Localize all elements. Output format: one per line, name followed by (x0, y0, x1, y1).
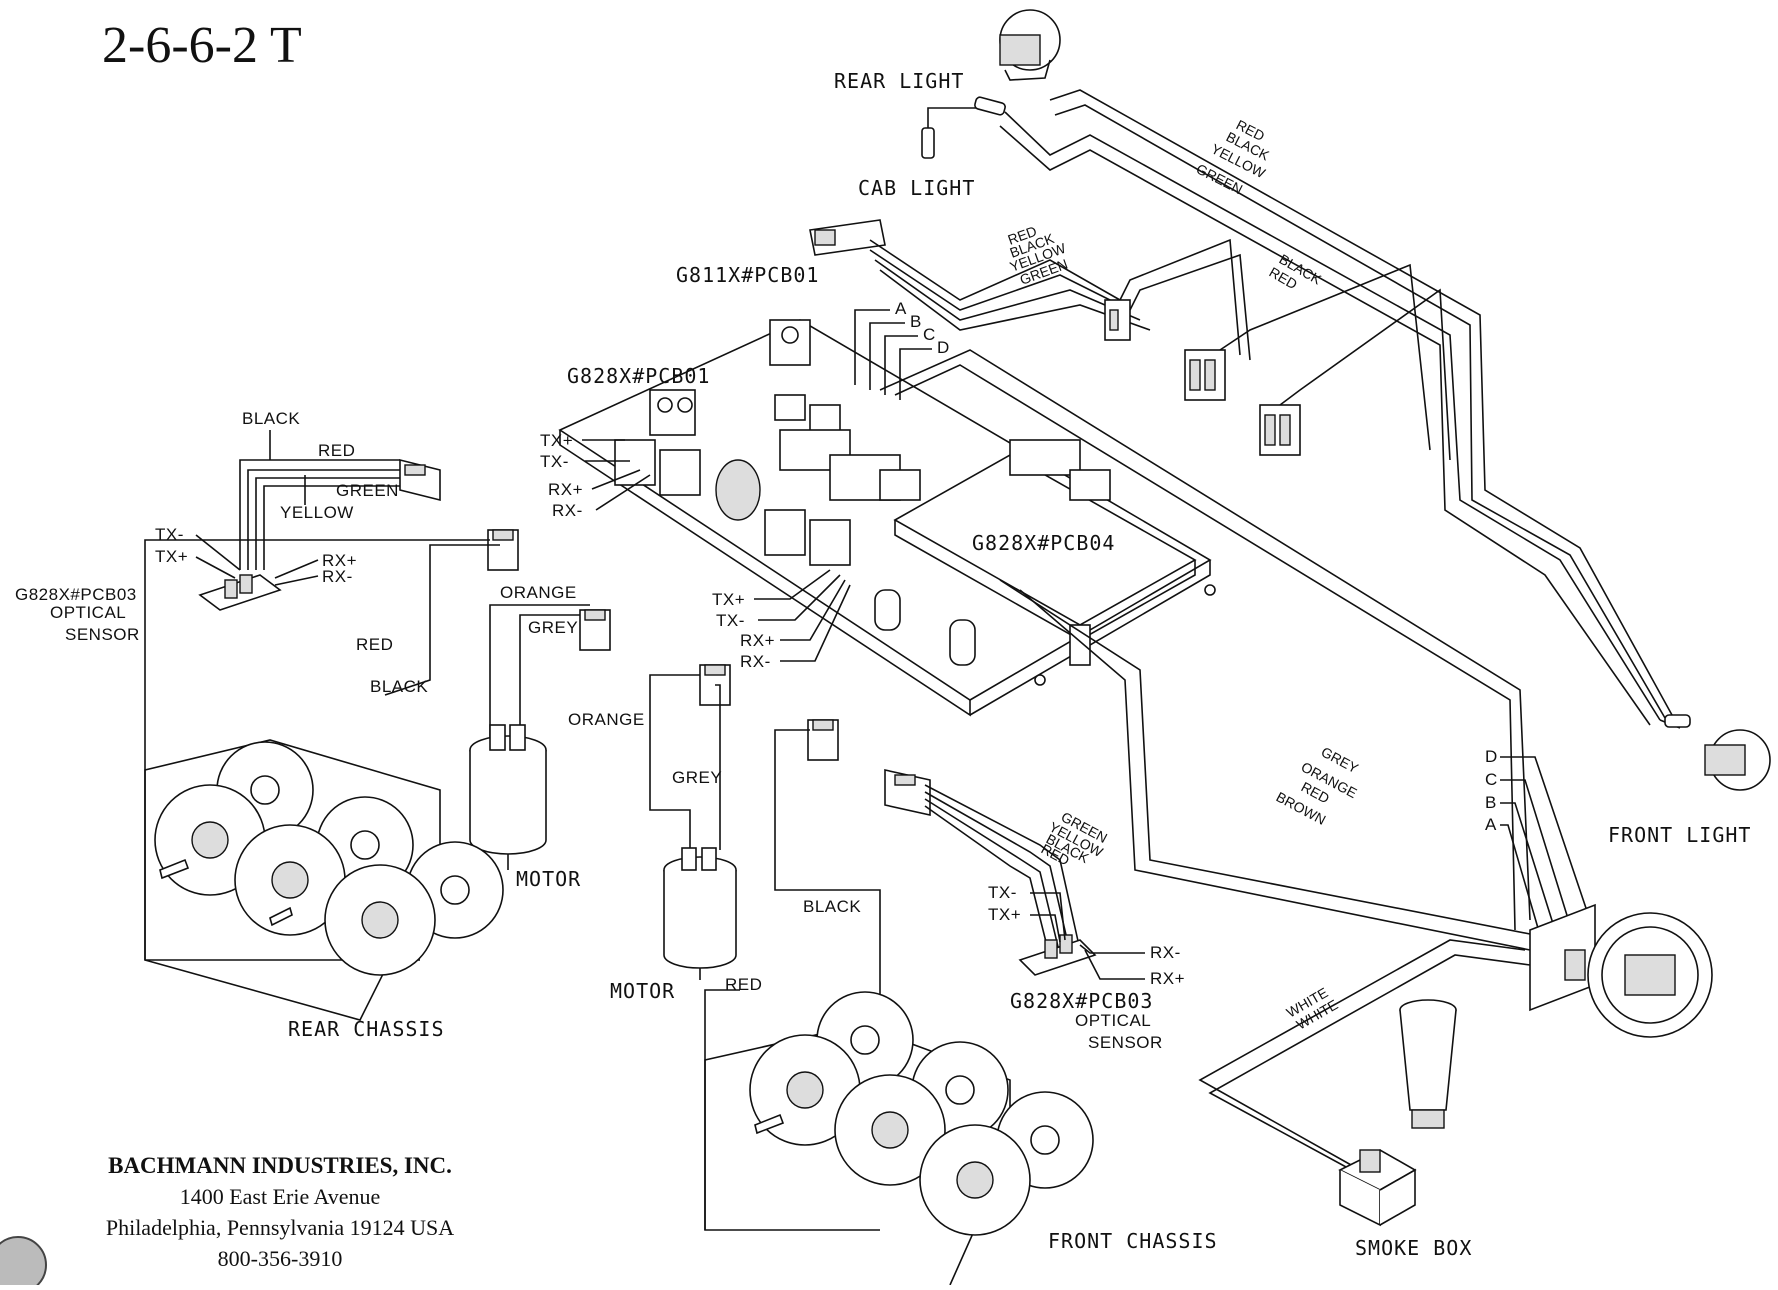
white-wires (1198, 939, 1531, 1181)
signal-label-c-top: C (923, 325, 936, 344)
rear-sensor-part-label: G828X#PCB03 (15, 585, 137, 604)
rear-sensor-green-label: GREEN (336, 481, 399, 500)
front-sensor-tx-minus: TX- (988, 883, 1017, 902)
rear-chassis-wheels (144, 739, 504, 1021)
main-tx-minus-label: TX- (540, 452, 569, 471)
main-rx-minus-label: RX- (552, 501, 583, 520)
rear-sensor-black-label: BLACK (242, 409, 300, 428)
rear-sensor-tx-minus: TX- (155, 525, 184, 544)
front-light-label: FRONT LIGHT (1608, 823, 1751, 847)
front-signal-c-label: C (1485, 770, 1498, 789)
front-motor-connector-2 (807, 719, 839, 761)
cab-light-icon (921, 107, 1000, 159)
main-left-signal-lines (582, 439, 651, 511)
connector-block-3 (1259, 404, 1301, 456)
g828x-pcb04-board (893, 439, 1197, 666)
company-address-2: Philadelphia, Pennsylvania 19124 USA (105, 1215, 455, 1240)
rear-motor-grey-label: GREY (528, 618, 578, 637)
front-sensor-rx-plus: RX+ (1150, 969, 1185, 988)
front-motor-connector-1 (699, 664, 731, 706)
rear-sensor-board (195, 534, 319, 611)
signal-label-a-top: A (895, 299, 907, 318)
front-motor-orange-label: ORANGE (568, 710, 645, 729)
mid-tx-minus-label: TX- (716, 611, 745, 630)
main-rx-plus-label: RX+ (548, 480, 583, 499)
cab-light-label: CAB LIGHT (858, 176, 975, 200)
rear-motor-icon (469, 724, 547, 870)
rear-chassis-black-label: BLACK (370, 677, 428, 696)
connector-block-1 (1104, 299, 1131, 341)
rear-sensor-yellow-label: YELLOW (280, 503, 354, 522)
rear-motor-label: MOTOR (516, 867, 581, 891)
rear-sensor-connector (399, 458, 441, 502)
front-motor-grey-label: GREY (672, 768, 722, 787)
front-motor-icon (663, 847, 737, 980)
front-light-icon (1659, 714, 1771, 791)
rear-motor-wires (144, 539, 590, 961)
rear-sensor-rx-plus: RX+ (322, 551, 357, 570)
mid-rx-minus-label: RX- (740, 652, 771, 671)
rear-chassis-label: REAR CHASSIS (288, 1017, 445, 1041)
front-abcd-lines (1500, 756, 1591, 936)
rear-light-label: REAR LIGHT (834, 69, 964, 93)
company-info: BACHMANN INDUSTRIES, INC. 1400 East Erie… (60, 1150, 500, 1274)
front-sensor-tx-plus: TX+ (988, 905, 1021, 924)
diagram-title: 2-6-6-2 T (102, 17, 302, 74)
front-signal-d-label: D (1485, 747, 1498, 766)
g828x-pcb04-label: G828X#PCB04 (972, 531, 1115, 555)
company-phone: 800-356-3910 (217, 1246, 343, 1271)
rear-sensor-optical-label: OPTICAL (50, 603, 126, 622)
front-sensor-connector (884, 769, 931, 816)
mid-tx-plus-label: TX+ (712, 590, 745, 609)
g811x-pcb01-label: G811X#PCB01 (676, 263, 819, 287)
front-chassis-wheels (704, 991, 1094, 1286)
front-chassis-black-label: BLACK (803, 897, 861, 916)
front-sensor-wires (924, 784, 1081, 959)
smoke-box-door-board (1529, 903, 1713, 1038)
rear-sensor-tx-plus: TX+ (155, 547, 188, 566)
front-sensor-optical-label: OPTICAL (1075, 1011, 1151, 1030)
front-sensor-rx-minus: RX- (1150, 943, 1181, 962)
smoke-box-label: SMOKE BOX (1355, 1236, 1472, 1260)
front-motor-label: MOTOR (610, 979, 675, 1003)
front-sensor-sensor-label: SENSOR (1088, 1033, 1163, 1052)
front-signal-a-label: A (1485, 815, 1497, 834)
bachmann-seal-logo (0, 1236, 47, 1290)
front-sensor-board (1018, 892, 1145, 980)
rear-sensor-red-label: RED (318, 441, 355, 460)
rear-sensor-rx-minus: RX- (322, 567, 353, 586)
signal-label-d-top: D (937, 338, 950, 357)
rear-chassis-red-label: RED (356, 635, 393, 654)
rear-motor-connector-1 (487, 529, 519, 571)
g828x-pcb01-label: G828X#PCB01 (567, 364, 710, 388)
mid-rx-plus-label: RX+ (740, 631, 775, 650)
smoke-box-icon (1338, 1149, 1417, 1227)
mid-signal-lines (754, 569, 851, 662)
led-icon (974, 96, 1006, 116)
main-tx-plus-label: TX+ (540, 431, 573, 450)
front-signal-b-label: B (1485, 793, 1497, 812)
company-address-1: 1400 East Erie Avenue (179, 1184, 381, 1209)
company-name: BACHMANN INDUSTRIES, INC. (108, 1153, 452, 1178)
g811x-pcb01-board (809, 219, 886, 256)
rear-sensor-sensor-label: SENSOR (65, 625, 140, 644)
black-red-wire-bundle (1119, 238, 1451, 461)
rear-motor-connector-2 (579, 609, 611, 651)
rear-front-light-wire-bundle (999, 89, 1673, 726)
front-sensor-part-label: G828X#PCB03 (1010, 989, 1153, 1013)
main-to-front-wire-bundle (879, 349, 1536, 951)
smoke-unit-icon (1399, 999, 1457, 1129)
front-chassis-red-label: RED (725, 975, 762, 994)
rear-light-icon (999, 9, 1061, 81)
connector-block-2 (1184, 349, 1226, 401)
signal-label-b-top: B (910, 312, 922, 331)
rear-motor-orange-label: ORANGE (500, 583, 577, 602)
front-chassis-label: FRONT CHASSIS (1048, 1229, 1218, 1253)
abcd-signal-lines (854, 309, 932, 400)
